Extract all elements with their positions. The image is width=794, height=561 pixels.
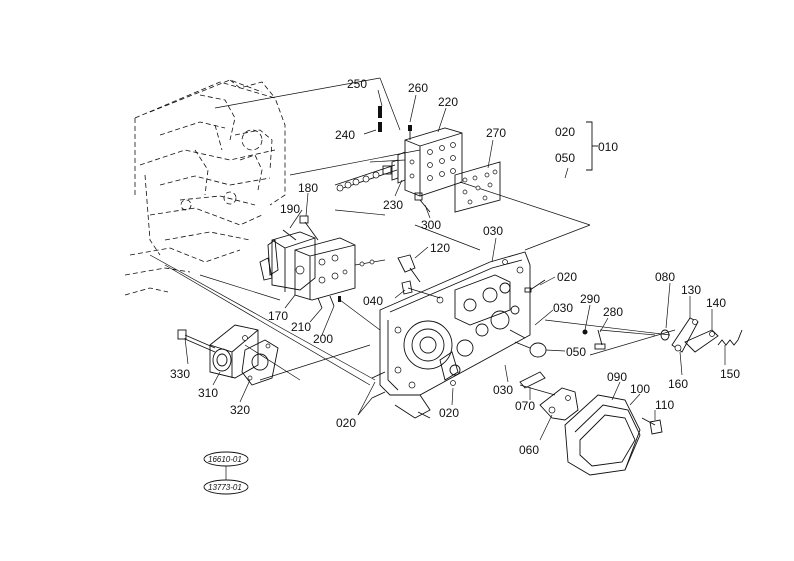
- bolt-040: [401, 280, 441, 299]
- label-050-right: 050: [566, 345, 586, 359]
- bolt-120: [397, 254, 421, 283]
- label-230: 230: [383, 198, 403, 212]
- pin-020-right: [524, 279, 546, 293]
- bolt-330: [177, 329, 216, 353]
- label-170: 170: [268, 309, 288, 323]
- reference-oval-2: [203, 479, 249, 495]
- label-120: 120: [430, 241, 450, 255]
- label-100: 100: [630, 382, 650, 396]
- label-150: 150: [720, 367, 740, 381]
- valve-block-220: [391, 125, 463, 197]
- label-210: 210: [291, 320, 311, 334]
- pump-310: [209, 324, 259, 379]
- shift-fork-assembly-170: [259, 215, 386, 301]
- label-050-top: 050: [555, 151, 575, 165]
- label-040: 040: [363, 294, 383, 308]
- lever-assembly: [660, 317, 743, 353]
- label-300: 300: [421, 218, 441, 232]
- reference-codes: 16610-01 13773-01: [203, 451, 249, 495]
- label-240: 240: [335, 128, 355, 142]
- spring-pins-240-250: [378, 106, 382, 132]
- plug-050: [529, 342, 547, 358]
- label-020-right: 020: [557, 270, 577, 284]
- label-250: 250: [347, 77, 367, 91]
- label-070: 070: [515, 399, 535, 413]
- reference-code-2: 13773-01: [208, 483, 242, 492]
- label-010: 010: [598, 140, 618, 154]
- label-080: 080: [655, 270, 675, 284]
- label-260: 260: [408, 81, 428, 95]
- label-110: 110: [655, 398, 674, 412]
- label-320: 320: [230, 403, 250, 417]
- label-030-right: 030: [553, 301, 573, 315]
- bracket-060: [539, 387, 579, 421]
- cover-100: [564, 394, 641, 476]
- bolt-300: [414, 192, 431, 213]
- label-160: 160: [668, 377, 688, 391]
- label-270: 270: [486, 126, 506, 140]
- pin-070: [519, 371, 546, 389]
- label-030-low: 030: [493, 383, 513, 397]
- label-130: 130: [681, 283, 701, 297]
- bolt-110: [641, 417, 663, 435]
- label-060: 060: [519, 443, 539, 457]
- label-290: 290: [580, 292, 600, 306]
- label-310: 310: [198, 386, 218, 400]
- label-280: 280: [603, 305, 623, 319]
- label-180: 180: [298, 181, 318, 195]
- pins-020-bottom: [371, 371, 456, 419]
- gasket-270: [454, 161, 501, 213]
- label-leaders: [184, 89, 726, 441]
- gasket-320: [241, 339, 279, 386]
- label-330: 330: [170, 367, 190, 381]
- label-030-mid: 030: [483, 224, 503, 238]
- bracket-010: [586, 121, 598, 171]
- connection-lines: [149, 77, 676, 396]
- label-020-left: 020: [336, 416, 356, 430]
- part-number-labels: 250 260 220 240 270 020 050 010 180 190 …: [170, 77, 740, 457]
- pins-210: [317, 295, 341, 309]
- reference-code-1: 16610-01: [208, 455, 242, 464]
- label-020-center: 020: [439, 406, 459, 420]
- label-190: 190: [280, 202, 300, 216]
- label-090: 090: [607, 370, 627, 384]
- label-220: 220: [438, 95, 458, 109]
- label-200: 200: [313, 332, 333, 346]
- spool-rod: [334, 164, 398, 192]
- bolt-280: [582, 329, 606, 350]
- main-cover-plate: [379, 251, 531, 419]
- transmission-housing: [124, 79, 286, 296]
- label-020-top: 020: [555, 125, 575, 139]
- label-140: 140: [706, 296, 726, 310]
